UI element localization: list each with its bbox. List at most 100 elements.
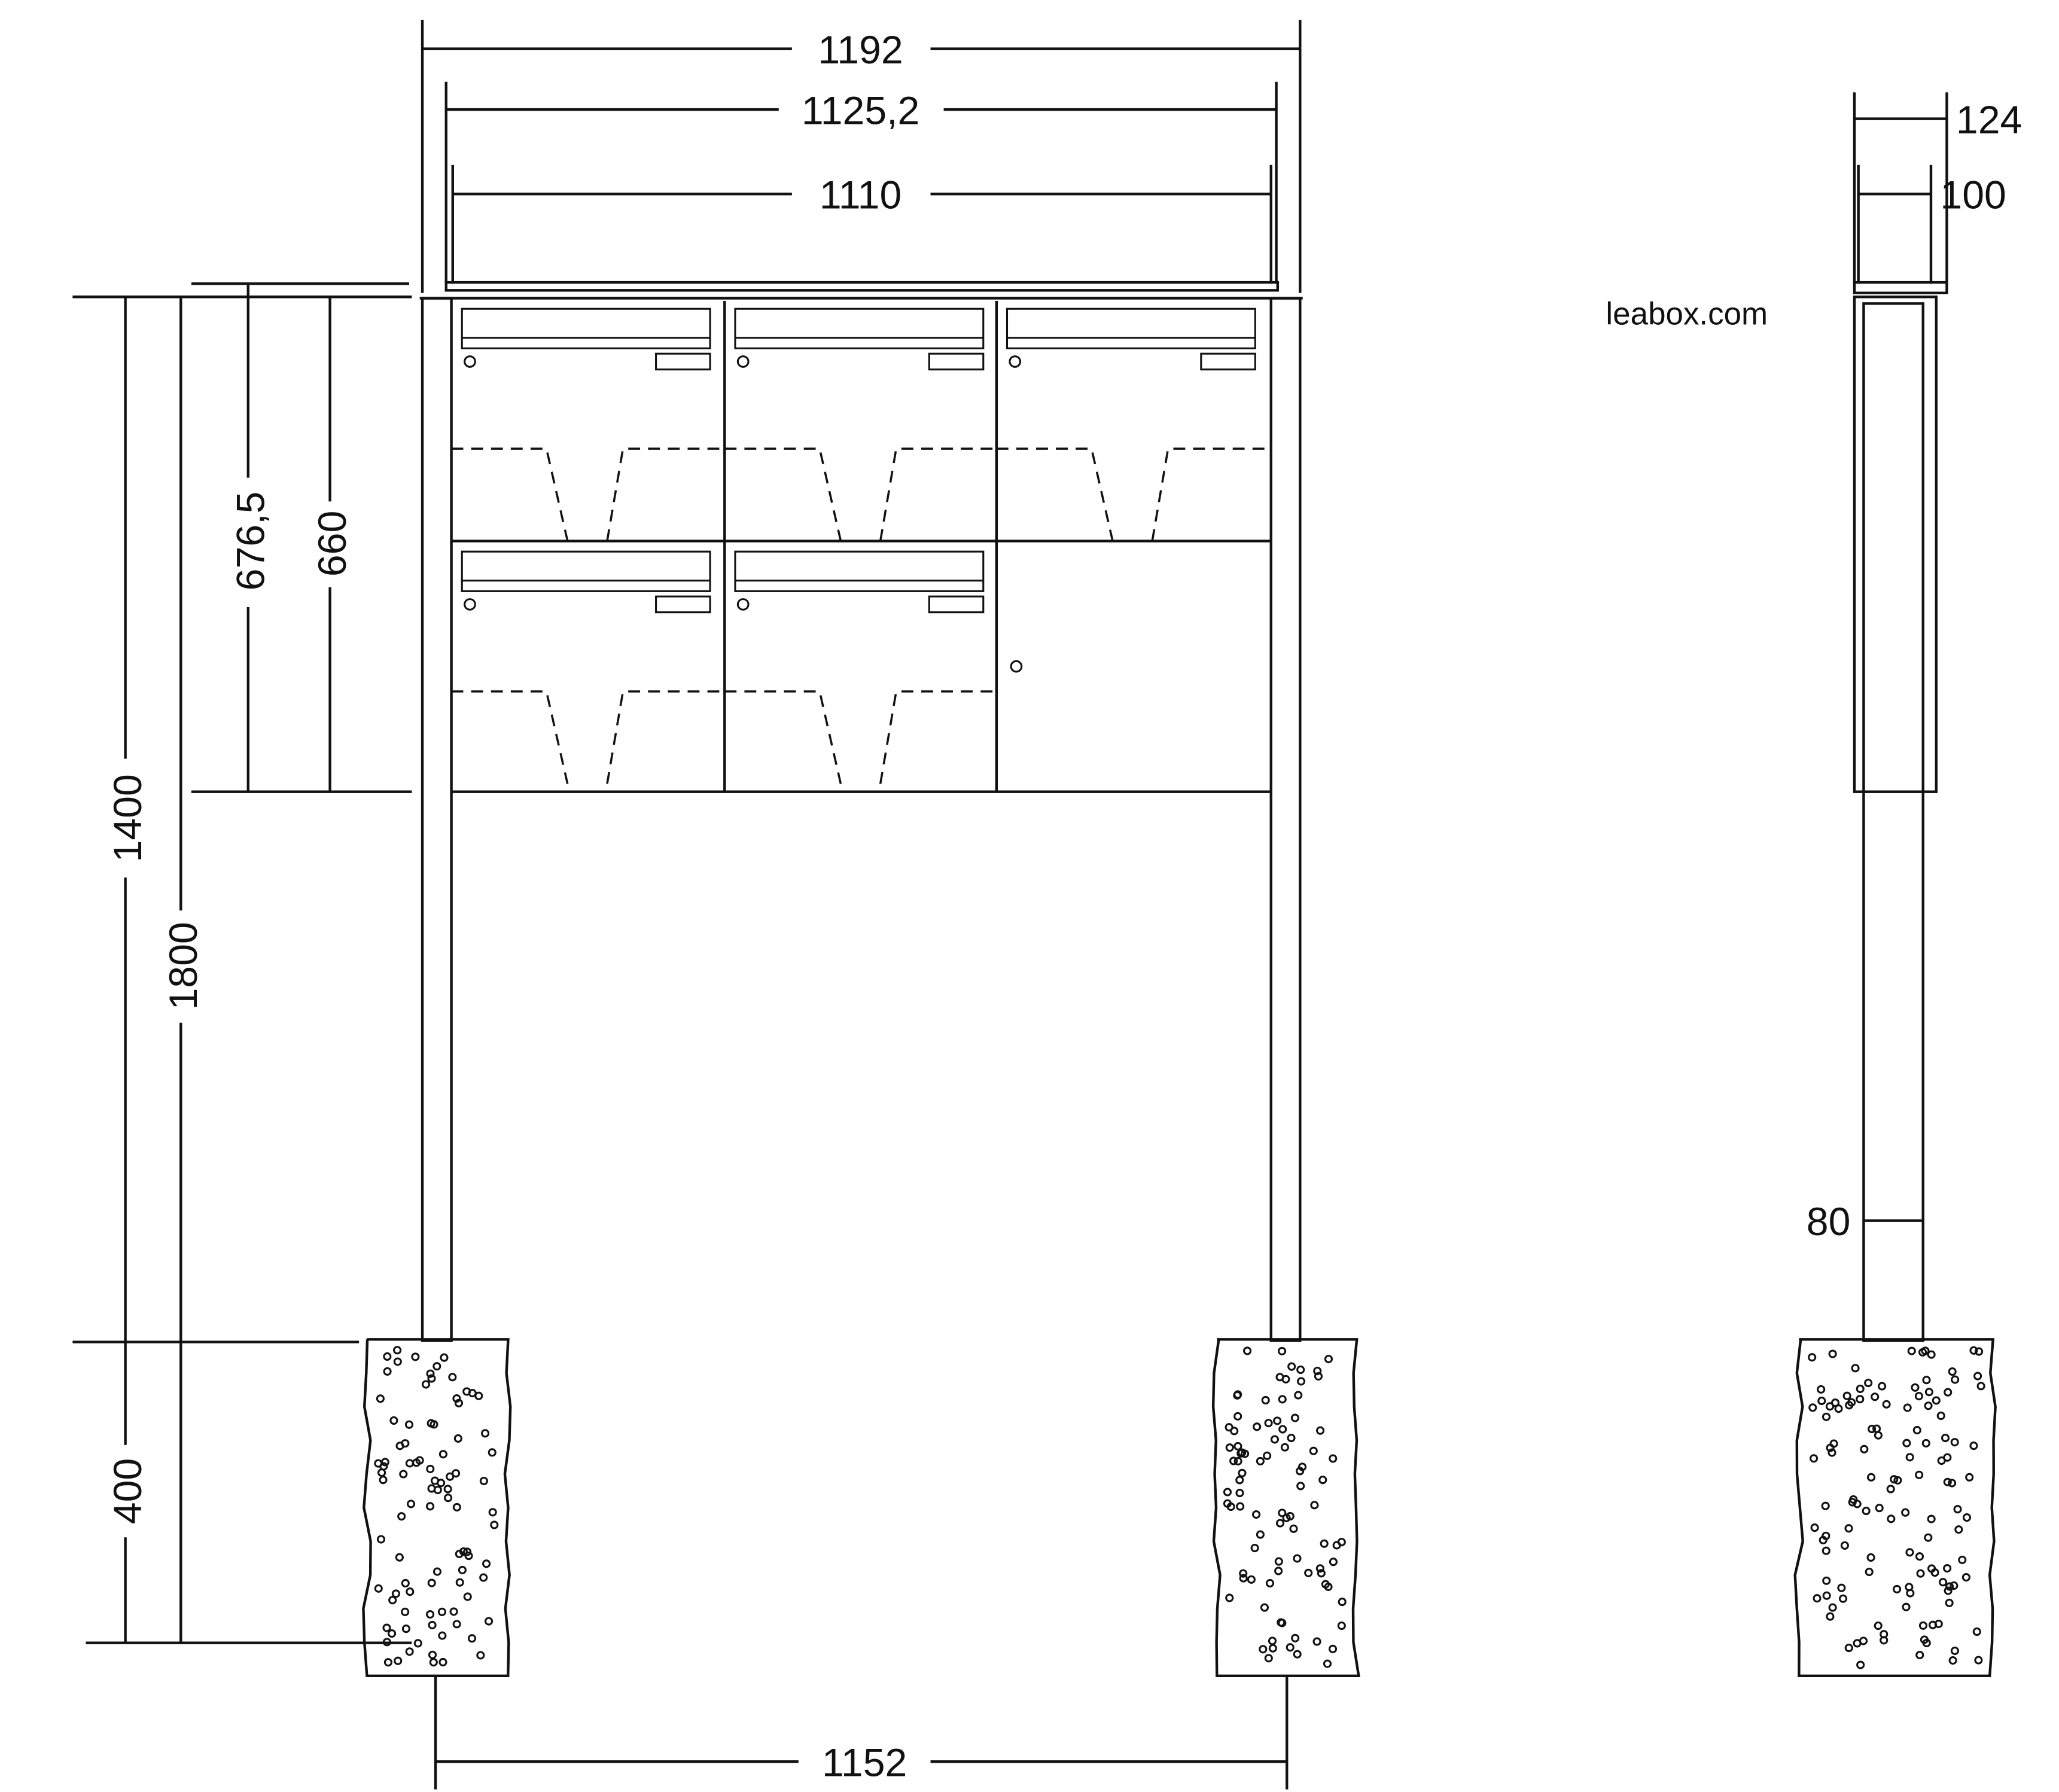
aggregate-dot (428, 1620, 437, 1629)
aggregate-dot (432, 1362, 441, 1371)
aggregate-dot (1270, 1435, 1280, 1444)
label-1800: 1800 (162, 922, 206, 1010)
aggregate-dot (1887, 1514, 1896, 1523)
aggregate-dot (1938, 1578, 1948, 1587)
inner-slope-hidden-line (451, 447, 725, 541)
aggregate-dot (479, 1573, 488, 1582)
aggregate-dot (1315, 1564, 1324, 1573)
aggregate-dot (1905, 1583, 1914, 1592)
aggregate-dot (411, 1352, 420, 1361)
aggregate-dot (1235, 1489, 1244, 1498)
aggregate-dot (1810, 1523, 1819, 1532)
aggregate-dot (1235, 1476, 1244, 1485)
label-400: 400 (106, 1458, 150, 1524)
label-80: 80 (1807, 1200, 1851, 1244)
aggregate-dot (1945, 1582, 1954, 1591)
aggregate-dot (1911, 1383, 1920, 1392)
aggregate-dot (1875, 1504, 1884, 1513)
aggregate-dot (1324, 1582, 1333, 1591)
aggregate-dot (459, 1547, 468, 1556)
aggregate-dot (1328, 1644, 1338, 1653)
aggregate-dot (1856, 1660, 1865, 1669)
aggregate-dot (1951, 1375, 1960, 1384)
lock-icon (464, 355, 476, 368)
left-post (421, 297, 453, 1342)
aggregate-dot (479, 1476, 488, 1486)
aggregate-dot (468, 1389, 477, 1398)
aggregate-dot (452, 1469, 461, 1478)
aggregate-dot (1905, 1453, 1914, 1462)
aggregate-dot (1230, 1427, 1239, 1436)
aggregate-dot (482, 1559, 491, 1568)
aggregate-dot (1298, 1462, 1307, 1471)
aggregate-dot (1893, 1476, 1902, 1485)
aggregate-dot (388, 1596, 397, 1605)
aggregate-dot (1915, 1470, 1924, 1479)
aggregate-dot (1924, 1401, 1933, 1410)
aggregate-dot (1822, 1546, 1830, 1555)
aggregate-dot (1944, 1586, 1953, 1595)
aggregate-dot (1252, 1510, 1261, 1519)
aggregate-dot (1856, 1395, 1865, 1404)
aggregate-dot (463, 1547, 472, 1556)
aggregate-dot (1853, 1500, 1862, 1508)
aggregate-dot (1268, 1644, 1277, 1653)
aggregate-dot (426, 1610, 435, 1619)
aggregate-dot (1874, 1621, 1883, 1631)
aggregate-dot (1950, 1438, 1959, 1447)
aggregate-dot (1808, 1403, 1817, 1412)
aggregate-dot (1947, 1479, 1957, 1488)
aggregate-dot (1880, 1636, 1889, 1645)
aggregate-dot (1312, 1637, 1321, 1646)
aggregate-dot (1275, 1519, 1285, 1528)
aggregate-dot (1937, 1456, 1946, 1465)
aggregate-dot (458, 1565, 467, 1574)
aggregate-dot (1318, 1476, 1327, 1485)
aggregate-dot (383, 1658, 392, 1667)
mailbox (724, 307, 998, 541)
aggregate-dot (1924, 1388, 1933, 1397)
aggregate-dot (393, 1357, 402, 1366)
aggregate-dot (429, 1658, 438, 1667)
aggregate-dot (1871, 1392, 1880, 1401)
side-post (1862, 302, 1924, 1342)
aggregate-dot (1830, 1398, 1840, 1407)
aggregate-dot (476, 1651, 485, 1660)
aggregate-dot (1826, 1612, 1835, 1621)
top-cap (444, 281, 1280, 292)
aggregate-dot (1809, 1454, 1819, 1463)
aggregate-dot (1902, 1602, 1911, 1611)
aggregate-dot (1954, 1525, 1963, 1534)
mail-slot-flap (1006, 307, 1256, 349)
right-post (1269, 297, 1302, 1342)
aggregate-dot (1941, 1434, 1950, 1443)
aggregate-dot (438, 1631, 447, 1640)
aggregate-dot (1808, 1353, 1817, 1362)
aggregate-dot (1834, 1404, 1843, 1413)
aggregate-dot (388, 1629, 397, 1638)
aggregate-dot (1239, 1569, 1248, 1578)
dimension-cap-width: 1125,2 (444, 81, 1278, 284)
aggregate-dot (1256, 1530, 1265, 1539)
aggregate-dot (1973, 1372, 1982, 1380)
aggregate-dot (1856, 1384, 1865, 1394)
aggregate-dot (1225, 1593, 1234, 1602)
aggregate-dot (1922, 1376, 1931, 1385)
aggregate-dot (1287, 1362, 1296, 1371)
aggregate-dot (432, 1567, 442, 1576)
aggregate-dot (379, 1476, 388, 1485)
aggregate-dot (377, 1468, 386, 1477)
aggregate-dot (481, 1429, 490, 1438)
aggregate-dot (397, 1512, 406, 1521)
aggregate-dot (1969, 1441, 1978, 1450)
aggregate-dot (426, 1369, 435, 1378)
aggregate-dot (413, 1639, 422, 1648)
aggregate-dot (1253, 1422, 1262, 1431)
aggregate-dot (452, 1503, 461, 1511)
aggregate-dot (1975, 1347, 1984, 1356)
aggregate-dot (1874, 1431, 1883, 1440)
aggregate-dot (1953, 1505, 1962, 1514)
aggregate-dot (437, 1479, 446, 1488)
concrete-foundations (362, 1338, 1997, 1678)
